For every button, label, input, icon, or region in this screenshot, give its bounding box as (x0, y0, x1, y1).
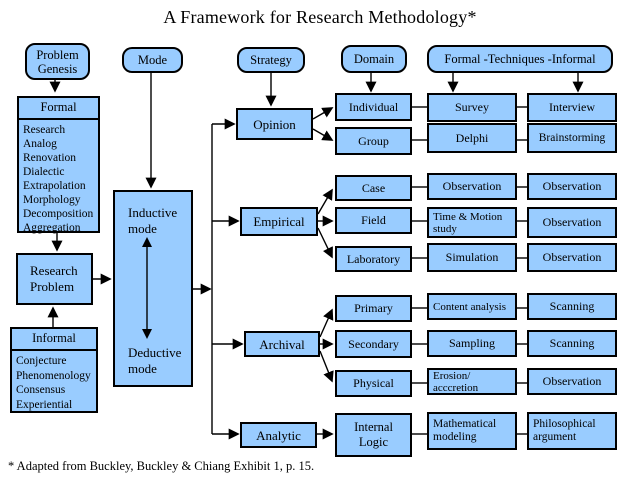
domain-primary-box: Primary (335, 295, 412, 322)
technique-brainstorming-box: Brainstorming (527, 123, 617, 153)
domain-group-box: Group (335, 127, 412, 155)
arrow-opinion-group (312, 128, 334, 141)
strategy-archival-box: Archival (244, 331, 320, 357)
technique-math-modeling-box: Mathematical modeling (427, 412, 517, 450)
technique-observation-physical-box: Observation (527, 368, 617, 395)
domain-individual-box: Individual (335, 93, 412, 121)
technique-time-motion-box: Time & Motion study (427, 207, 517, 238)
research-problem-box: Research Problem (16, 253, 93, 305)
technique-simulation-box: Simulation (427, 243, 517, 272)
mode-box: Inductive mode Deductive mode (113, 190, 193, 387)
header-strategy: Strategy (237, 47, 305, 73)
arrow-archival-primary (319, 308, 334, 338)
technique-scanning-primary-box: Scanning (527, 293, 617, 320)
technique-observation-case2-box: Observation (527, 173, 617, 200)
technique-observation-case-box: Observation (427, 173, 517, 200)
domain-field-box: Field (335, 207, 412, 234)
formal-genesis-title: Formal (19, 98, 98, 120)
technique-erosion-accretion-box: Erosion/ acccretion (427, 368, 517, 395)
header-problem-genesis: Problem Genesis (25, 43, 90, 80)
technique-sampling-box: Sampling (427, 330, 517, 357)
domain-physical-box: Physical (335, 370, 412, 397)
inductive-mode-label: Inductive mode (128, 205, 178, 236)
arrow-archival-physical (319, 350, 334, 383)
arrow-empirical-case (317, 188, 333, 215)
domain-laboratory-box: Laboratory (335, 246, 412, 272)
strategy-opinion-box: Opinion (236, 108, 313, 140)
domain-secondary-box: Secondary (335, 330, 412, 358)
strategy-analytic-box: Analytic (240, 422, 317, 448)
formal-genesis-list: Research Analog Renovation Dialectic Ext… (23, 124, 94, 234)
technique-scanning-secondary-box: Scanning (527, 330, 617, 357)
technique-delphi-box: Delphi (427, 123, 517, 153)
informal-genesis-list: Conjecture Phenomenology Consensus Exper… (16, 355, 91, 411)
domain-internal-logic-box: Internal Logic (335, 413, 412, 457)
informal-genesis-title: Informal (12, 329, 96, 351)
technique-survey-box: Survey (427, 93, 517, 122)
header-techniques: Formal -Techniques -Informal (427, 45, 613, 73)
technique-interview-box: Interview (527, 93, 617, 122)
header-domain: Domain (341, 45, 407, 73)
technique-observation-field-box: Observation (527, 207, 617, 238)
domain-case-box: Case (335, 175, 412, 201)
header-mode: Mode (122, 47, 183, 73)
informal-genesis-panel: Informal Conjecture Phenomenology Consen… (10, 327, 98, 413)
technique-philosophical-argument-box: Philosophical argument (527, 412, 617, 450)
arrow-opinion-individual (312, 107, 334, 120)
technique-observation-lab-box: Observation (527, 243, 617, 272)
technique-content-analysis-box: Content analysis (427, 293, 517, 320)
source-footnote: * Adapted from Buckley, Buckley & Chiang… (8, 459, 315, 473)
diagram-title: A Framework for Research Methodology* (163, 7, 477, 27)
deductive-mode-label: Deductive mode (128, 345, 182, 376)
formal-genesis-panel: Formal Research Analog Renovation Dialec… (17, 96, 100, 234)
arrow-empirical-laboratory (317, 227, 333, 259)
strategy-empirical-box: Empirical (240, 207, 318, 236)
